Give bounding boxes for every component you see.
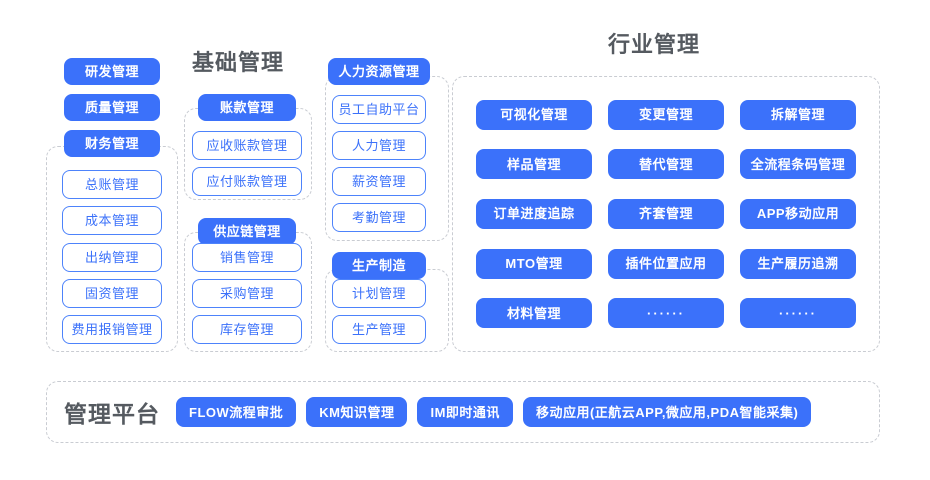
button-change-management[interactable]: 变更管理 xyxy=(608,99,724,130)
button-label: 插件位置应用 xyxy=(625,256,707,272)
group-header-human-resources[interactable]: 人力资源管理 xyxy=(328,58,430,85)
button-label: 全流程条码管理 xyxy=(750,156,846,172)
button-plugin-position-application[interactable]: 插件位置应用 xyxy=(608,248,724,279)
button-payroll-management[interactable]: 薪资管理 xyxy=(332,167,426,196)
button-sales-management[interactable]: 销售管理 xyxy=(192,243,302,272)
platform-bar: 管理平台 FLOW流程审批 KM知识管理 IM即时通讯 移动应用(正航云APP,… xyxy=(46,381,880,443)
button-label: 订单进度追踪 xyxy=(493,206,575,222)
button-label: 替代管理 xyxy=(638,156,693,172)
button-label: 研发管理 xyxy=(84,64,139,79)
button-label: 总账管理 xyxy=(84,177,139,192)
button-label: 出纳管理 xyxy=(84,250,139,265)
button-label: 销售管理 xyxy=(219,250,274,265)
base-column-heading: 基础管理 xyxy=(192,50,285,75)
group-header-receivables[interactable]: 账款管理 xyxy=(198,94,296,121)
button-label: 库存管理 xyxy=(219,322,274,337)
button-label: 供应链管理 xyxy=(213,224,281,239)
button-label: 人力管理 xyxy=(351,138,406,153)
button-km-knowledge-management[interactable]: KM知识管理 xyxy=(306,397,408,427)
button-flow-approval[interactable]: FLOW流程审批 xyxy=(176,397,297,427)
button-production-history-traceability[interactable]: 生产履历追溯 xyxy=(740,248,856,279)
button-label: 费用报销管理 xyxy=(71,322,153,337)
button-label: 采购管理 xyxy=(219,286,274,301)
button-label: 薪资管理 xyxy=(351,174,406,189)
button-rd-management[interactable]: 研发管理 xyxy=(64,58,160,85)
button-order-progress-tracking[interactable]: 订单进度追踪 xyxy=(476,198,592,229)
button-full-process-barcode-management[interactable]: 全流程条码管理 xyxy=(740,149,856,180)
button-expense-reimbursement[interactable]: 费用报销管理 xyxy=(62,315,162,344)
button-planning-management[interactable]: 计划管理 xyxy=(332,279,426,308)
button-label: IM即时通讯 xyxy=(430,404,500,420)
button-disassembly-management[interactable]: 拆解管理 xyxy=(740,99,856,130)
button-label: 材料管理 xyxy=(506,305,561,321)
button-label: 移动应用(正航云APP,微应用,PDA智能采集) xyxy=(535,404,799,420)
button-material-management[interactable]: 材料管理 xyxy=(476,298,592,329)
platform-bar-container xyxy=(46,381,880,443)
button-label: APP移动应用 xyxy=(756,206,840,222)
button-more-ellipsis-2[interactable]: ······ xyxy=(740,298,856,329)
button-label: 计划管理 xyxy=(351,286,406,301)
button-label: 生产履历追溯 xyxy=(757,256,839,272)
group-header-production[interactable]: 生产制造 xyxy=(332,252,426,279)
button-label: 应收账款管理 xyxy=(206,138,288,153)
button-purchasing-management[interactable]: 采购管理 xyxy=(192,279,302,308)
button-sample-management[interactable]: 样品管理 xyxy=(476,149,592,180)
button-label: 应付账款管理 xyxy=(206,174,288,189)
button-label: 员工自助平台 xyxy=(338,102,420,117)
group-header-supply-chain[interactable]: 供应链管理 xyxy=(198,218,296,245)
button-label: MTO管理 xyxy=(505,256,563,272)
button-accounts-payable[interactable]: 应付账款管理 xyxy=(192,167,302,196)
button-substitute-management[interactable]: 替代管理 xyxy=(608,149,724,180)
button-label: 样品管理 xyxy=(506,156,561,172)
button-label: FLOW流程审批 xyxy=(189,404,284,420)
industry-panel-heading: 行业管理 xyxy=(608,32,701,57)
industry-panel-container xyxy=(452,76,880,352)
button-kitting-management[interactable]: 齐套管理 xyxy=(608,198,724,229)
button-app-mobile-application[interactable]: APP移动应用 xyxy=(740,198,856,229)
button-label: 生产制造 xyxy=(351,258,406,273)
button-label: 齐套管理 xyxy=(638,206,693,222)
button-visualization-management[interactable]: 可视化管理 xyxy=(476,99,592,130)
button-label: ······ xyxy=(647,305,685,321)
button-attendance-management[interactable]: 考勤管理 xyxy=(332,203,426,232)
industry-item-grid: 可视化管理 变更管理 拆解管理 样品管理 替代管理 全流程条码管理 订单进度追踪… xyxy=(452,76,880,352)
button-production-management[interactable]: 生产管理 xyxy=(332,315,426,344)
button-label: 可视化管理 xyxy=(500,107,568,123)
button-accounts-receivable[interactable]: 应收账款管理 xyxy=(192,131,302,160)
button-cost-management[interactable]: 成本管理 xyxy=(62,206,162,235)
button-label: ······ xyxy=(779,305,817,321)
button-label: 质量管理 xyxy=(84,100,139,115)
platform-bar-label: 管理平台 xyxy=(64,401,160,427)
button-label: 生产管理 xyxy=(351,322,406,337)
button-label: 财务管理 xyxy=(84,136,139,151)
button-im-instant-messaging[interactable]: IM即时通讯 xyxy=(417,397,513,427)
button-more-ellipsis-1[interactable]: ······ xyxy=(608,298,724,329)
button-label: 固资管理 xyxy=(84,286,139,301)
button-label: 成本管理 xyxy=(84,213,139,228)
button-label: 变更管理 xyxy=(638,107,693,123)
button-label: 考勤管理 xyxy=(351,210,406,225)
button-finance-management[interactable]: 财务管理 xyxy=(64,130,160,157)
button-fixed-asset-management[interactable]: 固资管理 xyxy=(62,279,162,308)
button-inventory-management[interactable]: 库存管理 xyxy=(192,315,302,344)
button-manpower-management[interactable]: 人力管理 xyxy=(332,131,426,160)
button-label: 拆解管理 xyxy=(770,107,825,123)
button-label: 人力资源管理 xyxy=(338,64,420,79)
button-label: 账款管理 xyxy=(219,100,274,115)
button-cashier-management[interactable]: 出纳管理 xyxy=(62,243,162,272)
button-label: KM知识管理 xyxy=(319,404,395,420)
button-employee-self-service[interactable]: 员工自助平台 xyxy=(332,95,426,124)
button-mobile-applications[interactable]: 移动应用(正航云APP,微应用,PDA智能采集) xyxy=(522,397,812,427)
button-general-ledger[interactable]: 总账管理 xyxy=(62,170,162,199)
button-mto-management[interactable]: MTO管理 xyxy=(476,248,592,279)
button-quality-management[interactable]: 质量管理 xyxy=(64,94,160,121)
